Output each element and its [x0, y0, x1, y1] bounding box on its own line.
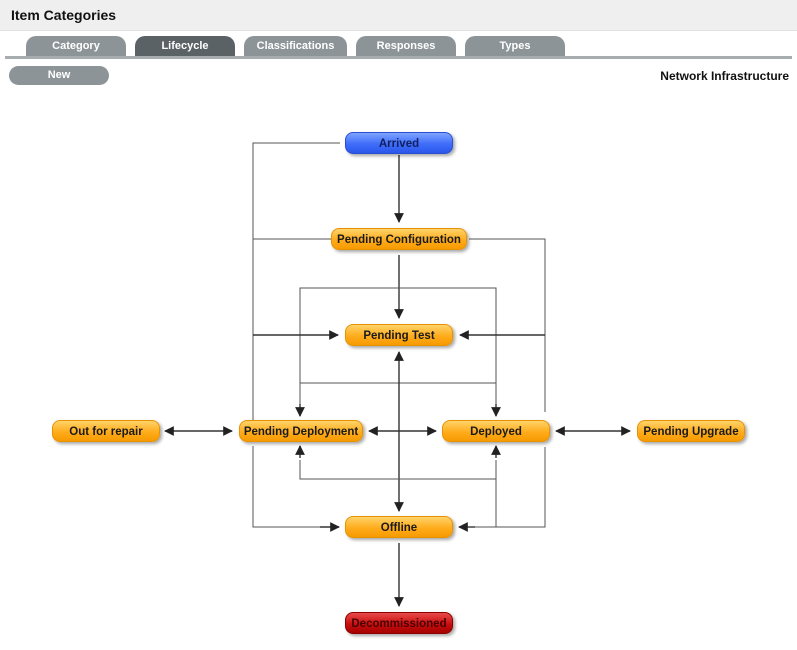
node-arrived[interactable]: Arrived [345, 132, 453, 154]
node-out-for-repair[interactable]: Out for repair [52, 420, 160, 442]
tab-responses[interactable]: Responses [356, 36, 456, 57]
edge-pending-deployment-to-offline-line [252, 446, 330, 528]
node-pending-upgrade[interactable]: Pending Upgrade [637, 420, 745, 442]
category-name: Network Infrastructure [660, 69, 789, 83]
edge-deployed-to-offline-line [470, 479, 497, 528]
tab-divider [5, 56, 792, 59]
edge-arrived-to-pending-deployment [252, 142, 340, 420]
node-offline[interactable]: Offline [345, 516, 453, 538]
tab-bar: Category Lifecycle Classifications Respo… [0, 36, 797, 60]
node-pending-test[interactable]: Pending Test [345, 324, 453, 346]
node-pending-configuration[interactable]: Pending Configuration [331, 228, 467, 250]
page-title: Item Categories [11, 7, 117, 23]
new-button[interactable]: New [9, 66, 109, 85]
edge-upper-split [299, 287, 497, 416]
tab-lifecycle[interactable]: Lifecycle [135, 36, 235, 57]
tab-category[interactable]: Category [26, 36, 126, 57]
edge-deployed-outer-to-offline [496, 447, 546, 528]
tab-classifications[interactable]: Classifications [244, 36, 347, 57]
node-deployed[interactable]: Deployed [442, 420, 550, 442]
edge-lower-loop [299, 460, 497, 480]
tab-types[interactable]: Types [465, 36, 565, 57]
page-header: Item Categories [0, 0, 797, 31]
edge-pending-configuration-to-deployed [469, 238, 546, 412]
node-decommissioned[interactable]: Decommissioned [345, 612, 453, 634]
node-pending-deployment[interactable]: Pending Deployment [239, 420, 363, 442]
